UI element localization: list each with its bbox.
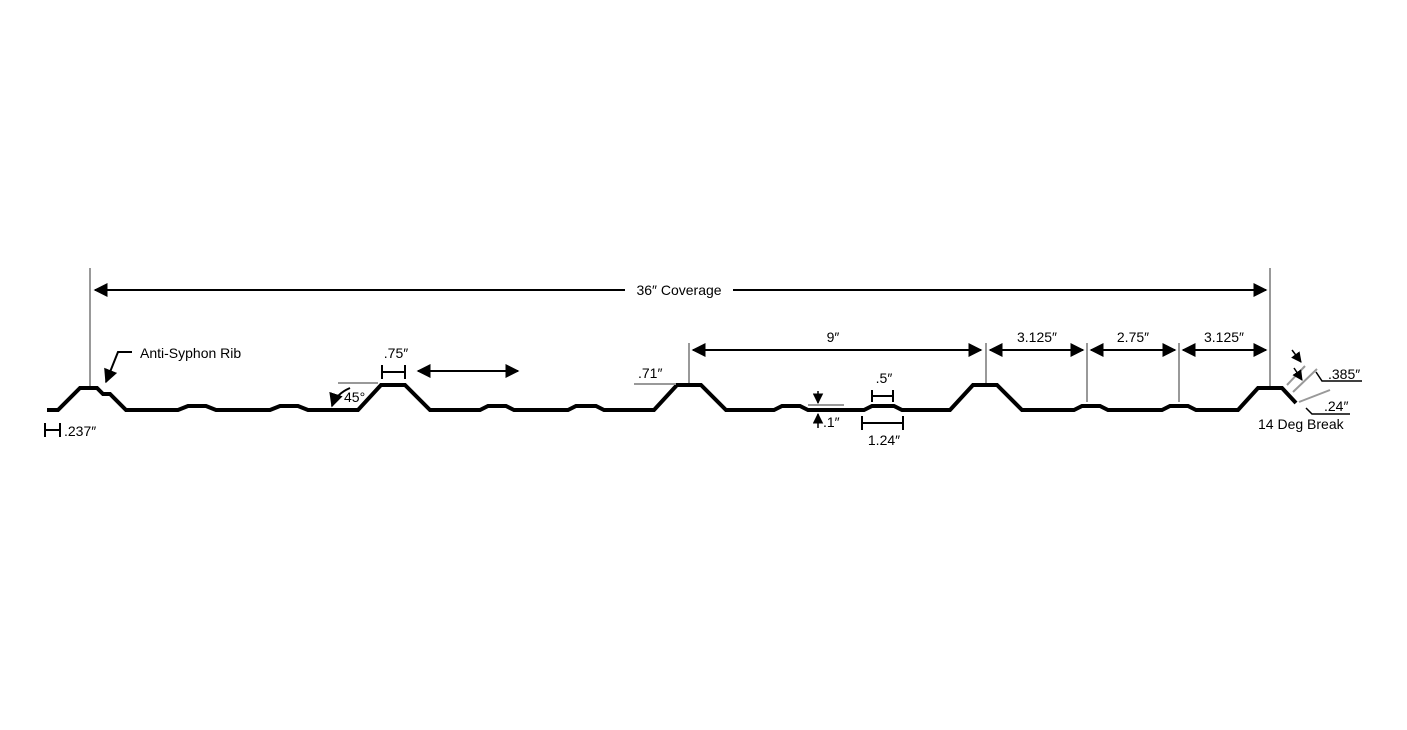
- anti-syphon-label: Anti-Syphon Rib: [140, 345, 241, 361]
- end-arrow-1: [1291, 349, 1302, 363]
- angle-label: 45°: [344, 389, 365, 405]
- panel-profile: [47, 383, 1298, 412]
- end-arrow-2: [1292, 367, 1303, 381]
- break-label: 14 Deg Break: [1258, 416, 1345, 432]
- span-b-label: 2.75″: [1117, 329, 1149, 345]
- minor-base-label: 1.24″: [868, 432, 900, 448]
- rib-height-label: .71″: [638, 365, 662, 381]
- major-spacing-label: 9″: [827, 329, 840, 345]
- angle-arrow: [329, 387, 351, 408]
- span-a-label: 3.125″: [1017, 329, 1057, 345]
- minor-top-label: .5″: [876, 370, 893, 386]
- anti-syphon-leader: [104, 351, 132, 384]
- left-lap-label: .237″: [64, 423, 96, 439]
- end-a-leader: [1315, 371, 1362, 382]
- end-guide-2: [1292, 368, 1318, 393]
- end-guide-3: [1298, 389, 1331, 403]
- end-b-label: .24″: [1324, 398, 1348, 414]
- end-b-leader: [1305, 407, 1350, 415]
- crown-width-label: .75″: [384, 345, 408, 361]
- end-a-label: .385″: [1328, 366, 1360, 382]
- coverage-label: 36″ Coverage: [636, 282, 721, 298]
- minor-height-label: .1″: [823, 414, 840, 430]
- span-c-label: 3.125″: [1204, 329, 1244, 345]
